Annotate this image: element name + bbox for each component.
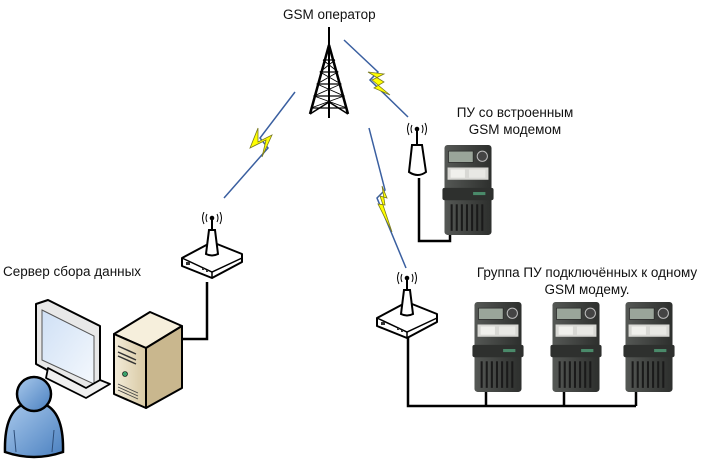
lightning-group-link <box>368 127 407 269</box>
group-modem-router-icon <box>376 272 438 339</box>
user-icon <box>3 375 65 459</box>
gsm-tower-icon <box>308 27 350 118</box>
builtin-meter-label-line1: ПУ со встроенным <box>456 105 574 120</box>
group-meters-label-line2: GSM модему. <box>544 282 630 297</box>
group-meter-1-icon <box>472 302 524 393</box>
server-tower-icon <box>113 311 183 409</box>
wireless-links <box>223 39 409 269</box>
server-modem-router-icon <box>181 212 243 279</box>
builtin-modem-antenna-icon <box>407 122 428 176</box>
group-meters-label: Группа ПУ подключённых к одному GSM моде… <box>452 264 721 298</box>
gsm-operator-label: GSM оператор <box>283 7 376 22</box>
server-label: Сервер сбора данных <box>3 264 142 279</box>
group-meter-3-icon <box>623 302 675 393</box>
wire-group-bus <box>406 336 636 408</box>
monitor-icon <box>35 299 111 399</box>
builtin-meter-icon <box>442 145 494 236</box>
group-meter-2-icon <box>550 302 602 393</box>
lightning-server-link <box>223 91 296 199</box>
builtin-meter-label: ПУ со встроенным GSM модемом <box>445 104 585 138</box>
lightning-builtin-meter-link <box>343 39 409 118</box>
builtin-meter-label-line2: GSM модемом <box>468 122 562 137</box>
wire-server-modem <box>182 282 209 341</box>
group-meters-label-line1: Группа ПУ подключённых к одному <box>476 265 698 280</box>
